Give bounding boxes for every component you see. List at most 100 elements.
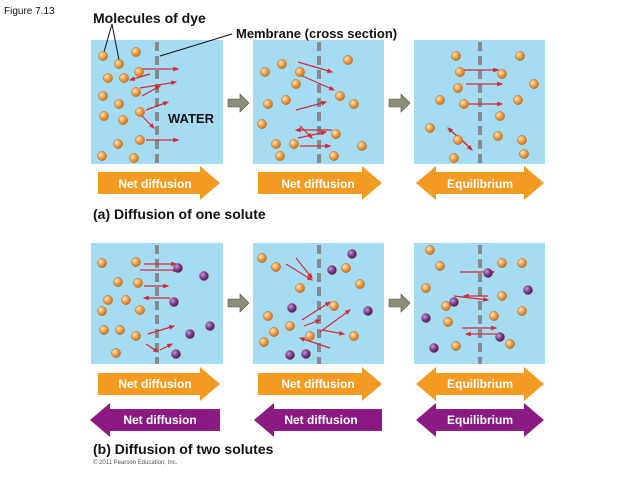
movement-arrow-icon xyxy=(295,257,313,279)
leader-line xyxy=(111,23,120,61)
movement-arrow-icon xyxy=(297,61,334,73)
orange-solute-molecule xyxy=(305,331,315,341)
orange-solute-molecule xyxy=(271,139,281,149)
orange-solute-molecule xyxy=(519,149,529,159)
orange-solute-molecule xyxy=(451,341,461,351)
movement-arrow-icon xyxy=(285,263,314,281)
purple-solute-molecule xyxy=(429,343,439,353)
copyright: © 2011 Pearson Education, Inc. xyxy=(93,460,178,466)
orange-solute-molecule xyxy=(291,79,301,89)
orange-solute-molecule xyxy=(259,337,269,347)
orange-solute-molecule xyxy=(129,153,139,163)
purple-solute-molecule xyxy=(169,297,179,307)
orange-solute-molecule xyxy=(443,317,453,327)
orange-solute-molecule xyxy=(295,283,305,293)
orange-solute-molecule xyxy=(331,129,341,139)
orange-solute-molecule xyxy=(113,139,123,149)
purple-solute-molecule xyxy=(483,268,493,278)
orange-solute-molecule xyxy=(435,95,445,105)
orange-solute-molecule xyxy=(111,348,121,358)
purple-solute-molecule xyxy=(185,329,195,339)
purple-solute-molecule xyxy=(205,321,215,331)
orange-solute-molecule xyxy=(285,321,295,331)
purple-solute-molecule xyxy=(199,271,209,281)
orange-solute-molecule xyxy=(115,325,125,335)
orange-solute-molecule xyxy=(329,151,339,161)
orange-solute-molecule xyxy=(281,95,291,105)
orange-solute-molecule xyxy=(263,99,273,109)
orange-solute-molecule xyxy=(357,141,367,151)
movement-arrow-icon xyxy=(298,337,331,349)
orange-solute-molecule xyxy=(131,257,141,267)
movement-arrow-icon xyxy=(159,343,174,351)
figure-label: Figure 7.13 xyxy=(4,6,55,17)
orange-solute-molecule xyxy=(513,95,523,105)
orange-solute-molecule xyxy=(349,331,359,341)
net-diffusion-arrow xyxy=(98,166,220,200)
orange-solute-molecule xyxy=(119,73,129,83)
orange-solute-molecule xyxy=(103,295,113,305)
process-arrow-icon xyxy=(388,93,411,113)
movement-arrow-icon xyxy=(141,85,162,97)
orange-solute-molecule xyxy=(98,91,108,101)
orange-solute-molecule xyxy=(135,305,145,315)
orange-solute-molecule xyxy=(98,51,108,61)
orange-solute-molecule xyxy=(517,306,527,316)
orange-solute-molecule xyxy=(497,291,507,301)
orange-solute-molecule xyxy=(451,51,461,61)
orange-solute-molecule xyxy=(97,306,107,316)
orange-solute-molecule xyxy=(441,301,451,311)
orange-solute-molecule xyxy=(515,51,525,61)
orange-solute-molecule xyxy=(453,83,463,93)
orange-solute-molecule xyxy=(421,283,431,293)
orange-solute-molecule xyxy=(459,99,469,109)
leader-line xyxy=(159,33,233,57)
orange-solute-molecule xyxy=(517,135,527,145)
orange-solute-molecule xyxy=(275,151,285,161)
orange-solute-molecule xyxy=(271,262,281,272)
equilibrium-arrow xyxy=(416,166,544,200)
caption-a: (a) Diffusion of one solute xyxy=(93,206,266,222)
orange-solute-molecule xyxy=(295,67,305,77)
orange-solute-molecule xyxy=(99,325,109,335)
leader-line xyxy=(103,23,113,53)
net-diffusion-label: Net diffusion xyxy=(123,413,196,427)
process-arrow-icon xyxy=(388,293,411,313)
orange-solute-molecule xyxy=(495,111,505,121)
orange-solute-molecule xyxy=(257,119,267,129)
orange-solute-molecule xyxy=(497,69,507,79)
movement-arrow-icon xyxy=(303,319,322,327)
movement-arrow-icon xyxy=(319,309,351,333)
movement-arrow-icon xyxy=(297,73,336,91)
orange-solute-molecule xyxy=(99,111,109,121)
orange-solute-molecule xyxy=(455,67,465,77)
orange-solute-molecule xyxy=(425,245,435,255)
orange-solute-molecule xyxy=(335,91,345,101)
orange-solute-molecule xyxy=(131,87,141,97)
movement-arrow-icon xyxy=(301,301,332,321)
orange-solute-molecule xyxy=(505,339,515,349)
orange-solute-molecule xyxy=(135,135,145,145)
membrane-label: Membrane (cross section) xyxy=(236,26,398,41)
process-arrow-icon xyxy=(227,93,250,113)
orange-solute-molecule xyxy=(355,279,365,289)
purple-solute-molecule xyxy=(285,350,295,360)
orange-solute-molecule xyxy=(131,331,141,341)
purple-solute-molecule xyxy=(171,349,181,359)
orange-solute-molecule xyxy=(135,107,145,117)
purple-solute-molecule xyxy=(347,249,357,259)
orange-solute-molecule xyxy=(113,277,123,287)
net-diffusion-arrow xyxy=(258,367,382,401)
equilibrium-arrow xyxy=(416,367,544,401)
equilibrium-arrow xyxy=(416,403,544,437)
purple-solute-molecule xyxy=(327,265,337,275)
orange-solute-molecule xyxy=(497,258,507,268)
movement-arrow-icon xyxy=(295,100,328,111)
orange-solute-molecule xyxy=(114,99,124,109)
orange-solute-molecule xyxy=(289,139,299,149)
orange-solute-molecule xyxy=(114,59,124,69)
orange-solute-molecule xyxy=(257,253,267,263)
equilibrium-label: Equilibrium xyxy=(447,177,513,191)
purple-solute-molecule xyxy=(495,332,505,342)
